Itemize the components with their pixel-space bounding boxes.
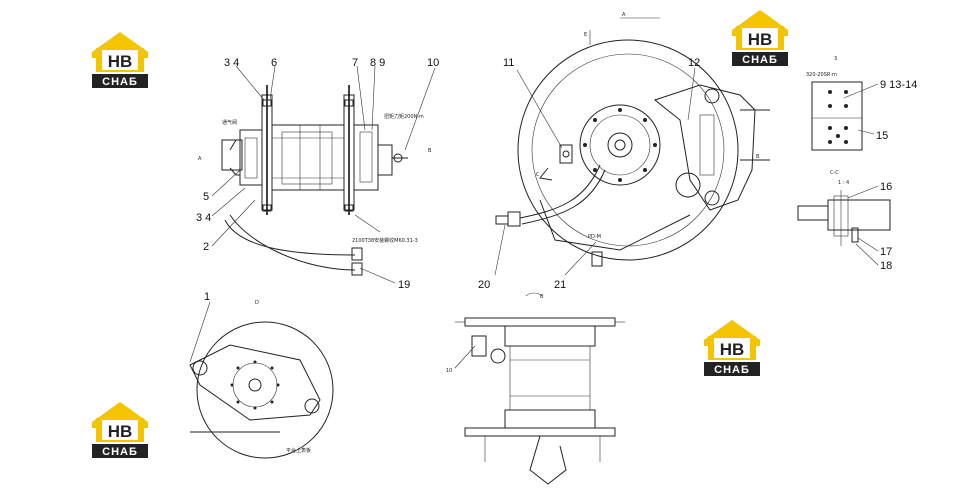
callout-20: 20 — [478, 279, 490, 291]
callout-5: 5 — [203, 191, 209, 203]
brand-logo-mid-right: HB СНАБ — [700, 316, 764, 378]
callout-2: 2 — [203, 241, 209, 253]
callout-15: 15 — [876, 130, 888, 142]
view-label-b-bottom: B — [540, 294, 544, 300]
view-label-3: 3 — [834, 56, 837, 62]
callout-6: 6 — [271, 57, 277, 69]
logo-mark-text: HB — [108, 422, 133, 441]
section-label-cc: C-C — [830, 170, 839, 176]
view-label-a-left: A — [198, 156, 202, 162]
view-b-drawing — [454, 292, 625, 485]
callout-18: 18 — [880, 260, 892, 272]
callout-11: 11 — [503, 57, 514, 69]
callout-7: 7 — [352, 57, 358, 69]
callout-3-4-top: 3 4 — [224, 57, 239, 69]
logo-mark-text: HB — [748, 30, 773, 49]
vent-annotation: 通气阀 — [222, 119, 237, 126]
callout-9-13-14: 9 13-14 — [880, 79, 917, 91]
drum-assembly-side-view — [211, 65, 436, 284]
section-view-c-c — [797, 185, 891, 266]
callout-21: 21 — [554, 279, 566, 291]
logo-word-text: СНАБ — [742, 54, 778, 66]
detail-view-3 — [811, 81, 879, 151]
view-label-e: E — [584, 32, 587, 38]
bolt-spec-annotation: 320-20SR·m — [806, 72, 837, 78]
view-d-drawing — [189, 301, 334, 459]
logo-mark-text: HB — [108, 52, 133, 71]
brand-logo-top-left: HB СНАБ — [88, 28, 152, 90]
callout-1: 1 — [204, 291, 210, 303]
view-label-b-right: B — [756, 154, 760, 160]
thread-annotation: 2100T38安装螺纹M60.31-3 — [352, 237, 418, 244]
logo-word-text: СНАБ — [102, 76, 138, 88]
callout-12: 12 — [688, 57, 700, 69]
brand-logo-bottom-left: HB СНАБ — [88, 398, 152, 460]
callout-16: 16 — [880, 181, 892, 193]
scale-label: 1 : 4 — [838, 180, 849, 186]
logo-word-text: СНАБ — [102, 446, 138, 458]
torque-annotation: 扭矩力矩200N·m — [384, 113, 424, 120]
callout-10-small: 10 — [446, 368, 452, 374]
section-mark-c: C — [536, 172, 540, 178]
pdm-annotation: PD-M — [588, 234, 601, 240]
callout-17: 17 — [880, 246, 892, 258]
callout-10: 10 — [427, 57, 439, 69]
view-label-b-left: B — [428, 148, 432, 154]
callout-3-4-bottom: 3 4 — [196, 212, 211, 224]
callout-19: 19 — [398, 279, 410, 291]
logo-mark-text: HB — [720, 340, 745, 359]
brand-logo-top-right: HB СНАБ — [728, 6, 792, 68]
callout-8-9: 8 9 — [370, 57, 385, 69]
view-label-a-top: A — [622, 12, 626, 18]
drum-end-view — [494, 17, 770, 276]
view-label-d: D — [255, 300, 259, 306]
logo-word-text: СНАБ — [714, 364, 750, 376]
platform-annotation: 平台上表板 — [286, 447, 311, 454]
